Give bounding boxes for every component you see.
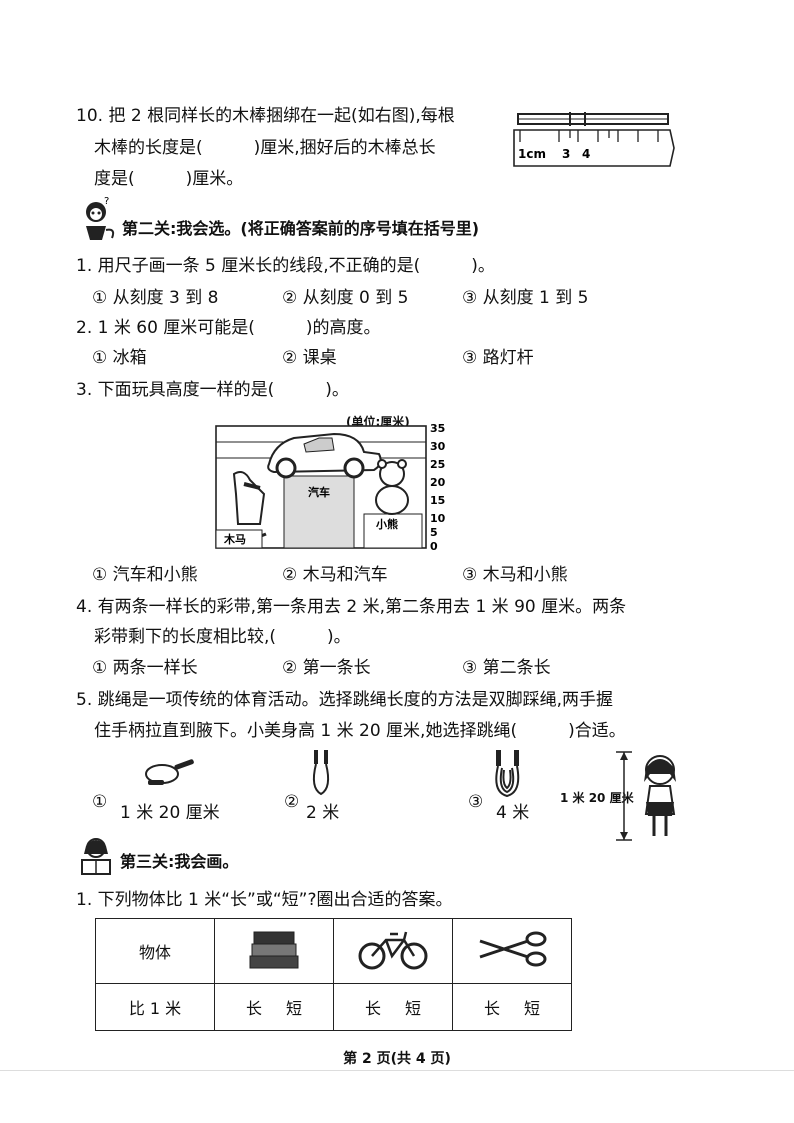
label-car: 汽车 — [308, 485, 330, 499]
label-bear: 小熊 — [375, 517, 398, 531]
scale-35: 35 — [430, 422, 445, 435]
q4-option-3: ③ 第二条长 — [462, 658, 551, 678]
scale-5: 5 — [430, 526, 438, 539]
long-option[interactable]: 长 — [245, 999, 262, 1018]
section3-title: 第三关:我会画。 — [120, 852, 239, 871]
jump-rope-3-icon — [495, 750, 520, 798]
girl-height-label: 1 米 20 厘米 — [560, 791, 634, 805]
q3-option-3: ③ 木马和小熊 — [462, 565, 568, 585]
q5-length-2: 2 米 — [306, 803, 340, 823]
q5-mark-2: ② — [284, 792, 300, 812]
long-option[interactable]: 长 — [364, 999, 381, 1018]
svg-text:?: ? — [104, 196, 109, 207]
ruler-label-1cm: 1cm — [518, 147, 546, 161]
label-horse: 木马 — [223, 532, 246, 546]
scissors-cell — [452, 918, 572, 984]
bicycle-cell — [333, 918, 453, 984]
q10-line1: 10. 把 2 根同样长的木棒捆绑在一起(如右图),每根 — [76, 106, 455, 126]
q2-option-1: ① 冰箱 — [92, 348, 147, 368]
girl-height-figure — [616, 751, 676, 841]
scale-10: 10 — [430, 512, 446, 525]
q4-line2: 彩带剩下的长度相比较,( )。 — [94, 627, 351, 647]
ruler-label-4: 4 — [582, 147, 590, 161]
q1-stem: 1. 用尺子画一条 5 厘米长的线段,不正确的是( )。 — [76, 256, 495, 276]
ruler-illustration: 1cm 3 4 — [513, 112, 675, 167]
bicycle-icon — [358, 931, 428, 970]
q2-option-3: ③ 路灯杆 — [462, 348, 534, 368]
short-option[interactable]: 短 — [405, 999, 422, 1018]
q5-line1: 5. 跳绳是一项传统的体育活动。选择跳绳长度的方法是双脚踩绳,两手握 — [76, 690, 614, 710]
ruler-label-3: 3 — [562, 147, 570, 161]
q5-length-3: 4 米 — [496, 803, 530, 823]
girl-reading-icon — [81, 838, 111, 875]
scale-20: 20 — [430, 476, 446, 489]
toy-height-figure: 木马 汽车 小熊 35 30 25 20 15 10 5 0 — [215, 422, 446, 553]
length-compare-table: 物体 比 1 米 长短 — [95, 918, 572, 1031]
row-label: 比 1 米 — [95, 983, 215, 1031]
scale-25: 25 — [430, 458, 445, 471]
q3-stem: 3. 下面玩具高度一样的是( )。 — [76, 380, 349, 400]
q5-length-1: 1 米 20 厘米 — [120, 803, 220, 823]
header-cell: 物体 — [95, 918, 215, 984]
q4-line1: 4. 有两条一样长的彩带,第一条用去 2 米,第二条用去 1 米 90 厘米。两… — [76, 597, 627, 617]
jump-rope-1-icon — [145, 759, 194, 785]
scale-0: 0 — [430, 540, 438, 553]
q2-option-2: ② 课桌 — [282, 348, 337, 368]
q2-stem: 2. 1 米 60 厘米可能是( )的高度。 — [76, 318, 381, 338]
q10-line3: 度是( )厘米。 — [94, 169, 244, 189]
page-footer: 第 2 页(共 4 页) — [343, 1051, 451, 1067]
short-option[interactable]: 短 — [524, 999, 541, 1018]
scissors-answer: 长短 — [452, 983, 572, 1031]
q1-option-1: ① 从刻度 3 到 8 — [92, 288, 219, 308]
q1-option-2: ② 从刻度 0 到 5 — [282, 288, 409, 308]
q3-option-1: ① 汽车和小熊 — [92, 565, 198, 585]
q5-mark-1: ① — [92, 792, 108, 812]
scale-30: 30 — [430, 440, 446, 453]
q3-option-2: ② 木马和汽车 — [282, 565, 388, 585]
books-cell — [214, 918, 334, 984]
q5-mark-3: ③ — [468, 792, 484, 812]
q10-line2: 木棒的长度是( )厘米,捆好后的木棒总长 — [94, 138, 436, 158]
books-icon — [249, 931, 299, 969]
scale-15: 15 — [430, 494, 445, 507]
bicycle-answer: 长短 — [333, 983, 453, 1031]
section2-title: 第二关:我会选。(将正确答案前的序号填在括号里) — [122, 219, 480, 238]
q5-line2: 住手柄拉直到腋下。小美身高 1 米 20 厘米,她选择跳绳( )合适。 — [94, 721, 626, 741]
long-option[interactable]: 长 — [483, 999, 500, 1018]
short-option[interactable]: 短 — [286, 999, 303, 1018]
scissors-icon — [479, 931, 547, 967]
monkey-icon: ? — [86, 196, 115, 240]
q1-option-3: ③ 从刻度 1 到 5 — [462, 288, 589, 308]
q4-option-1: ① 两条一样长 — [92, 658, 198, 678]
jump-rope-2-icon — [312, 750, 330, 796]
q4-option-2: ② 第一条长 — [282, 658, 371, 678]
draw-q1-stem: 1. 下列物体比 1 米“长”或“短”?圈出合适的答案。 — [76, 890, 453, 910]
footer-divider — [0, 1070, 794, 1071]
books-answer: 长短 — [214, 983, 334, 1031]
